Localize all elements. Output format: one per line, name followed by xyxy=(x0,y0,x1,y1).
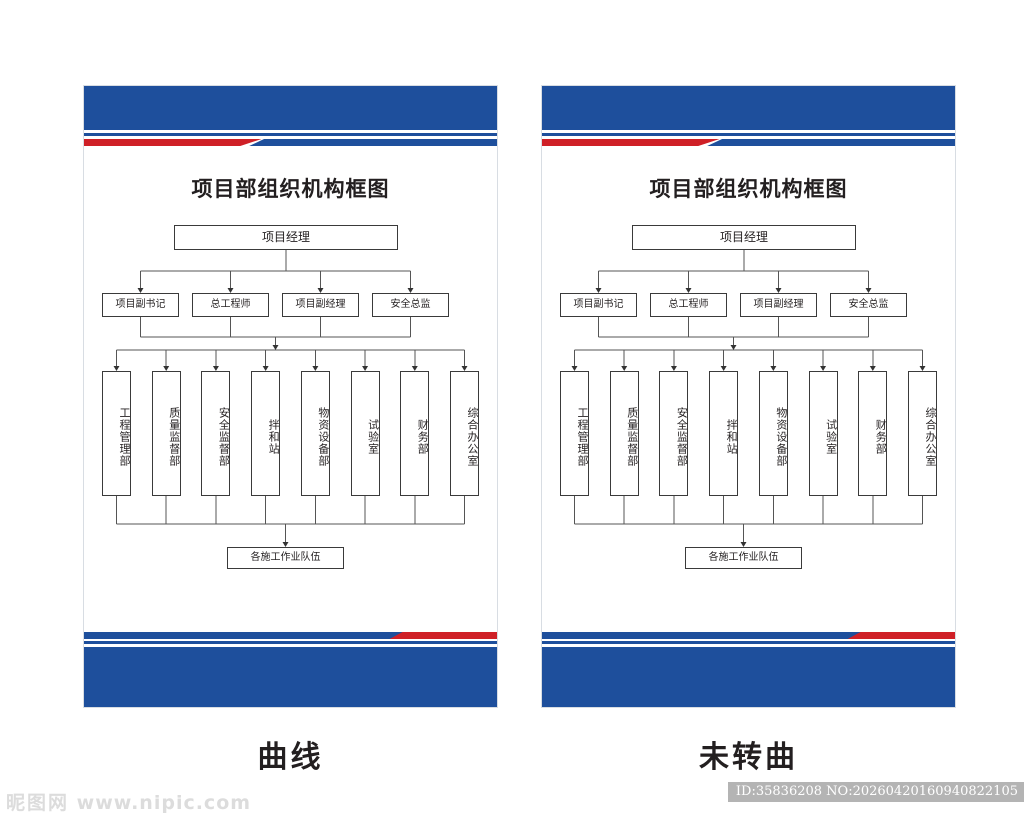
node-level3-0[interactable]: 工程管理部 xyxy=(102,371,131,496)
nipic-watermark-url: www.nipic.com xyxy=(76,792,252,814)
node-level3-1[interactable]: 质量监督部 xyxy=(609,371,639,496)
node-level3-4[interactable]: 物资设备部 xyxy=(758,371,788,496)
top-blue-block xyxy=(542,86,955,130)
top-stripe-red xyxy=(542,139,720,146)
bottom-stripe-red xyxy=(847,632,955,639)
caption-left: 曲线 xyxy=(257,740,324,775)
node-level2-2[interactable]: 项目副经理 xyxy=(282,293,359,317)
bottom-stripe-blue xyxy=(542,632,865,639)
poster-panel-right: 项目部组织机构框图 项目经理项目副书记总工程师项目副经理安全总监工程管理部质量监… xyxy=(541,85,956,708)
bottom-blue-hairline xyxy=(542,641,955,644)
top-stripe-blue xyxy=(249,139,497,146)
poster-bottom-decoration-right xyxy=(542,621,955,707)
node-level3-0[interactable]: 工程管理部 xyxy=(560,371,589,496)
connector-lines xyxy=(84,149,497,621)
org-chart-right: 项目部组织机构框图 项目经理项目副书记总工程师项目副经理安全总监工程管理部质量监… xyxy=(542,149,955,621)
top-accent-stripe xyxy=(84,139,497,146)
node-level2-1[interactable]: 总工程师 xyxy=(650,293,727,317)
top-stripe-red xyxy=(84,139,262,146)
node-level3-3[interactable]: 拌和站 xyxy=(251,371,281,496)
node-level3-6[interactable]: 财务部 xyxy=(400,371,430,496)
nipic-watermark-cn: 昵图网 xyxy=(6,792,70,814)
chart-title: 项目部组织机构框图 xyxy=(191,177,390,201)
bottom-blue-block xyxy=(542,647,955,707)
node-level2-3[interactable]: 安全总监 xyxy=(372,293,449,317)
nipic-watermark: 昵图网 www.nipic.com xyxy=(6,788,251,815)
poster-panel-left: 项目部组织机构框图 项目经理项目副书记总工程师项目副经理安全总监工程管理部质量监… xyxy=(83,85,498,708)
bottom-blue-block xyxy=(84,647,497,707)
node-level3-4[interactable]: 物资设备部 xyxy=(300,371,330,496)
bottom-stripe-blue xyxy=(84,632,407,639)
node-level3-3[interactable]: 拌和站 xyxy=(709,371,739,496)
node-level3-2[interactable]: 安全监督部 xyxy=(201,371,231,496)
caption-right: 未转曲 xyxy=(699,740,798,775)
node-level2-2[interactable]: 项目副经理 xyxy=(740,293,817,317)
poster-top-decoration-right xyxy=(542,86,955,149)
node-level3-5[interactable]: 试验室 xyxy=(808,371,838,496)
image-id-watermark: ID:35836208 NO:20260420160940822105 xyxy=(727,782,1024,802)
node-level2-3[interactable]: 安全总监 xyxy=(830,293,907,317)
chart-title: 项目部组织机构框图 xyxy=(649,177,848,201)
top-stripe-blue xyxy=(707,139,955,146)
node-level2-0[interactable]: 项目副书记 xyxy=(102,293,179,317)
node-level3-6[interactable]: 财务部 xyxy=(858,371,888,496)
top-blue-hairline xyxy=(542,133,955,136)
node-project-manager[interactable]: 项目经理 xyxy=(632,225,856,250)
bottom-blue-hairline xyxy=(84,641,497,644)
node-level3-7[interactable]: 综合办公室 xyxy=(908,371,937,496)
top-blue-block xyxy=(84,86,497,130)
bottom-accent-stripe xyxy=(84,632,497,639)
node-work-teams[interactable]: 各施工作业队伍 xyxy=(227,547,344,569)
node-level3-2[interactable]: 安全监督部 xyxy=(659,371,689,496)
node-level2-0[interactable]: 项目副书记 xyxy=(560,293,637,317)
node-level2-1[interactable]: 总工程师 xyxy=(192,293,269,317)
bottom-accent-stripe xyxy=(542,632,955,639)
node-level3-1[interactable]: 质量监督部 xyxy=(151,371,181,496)
node-work-teams[interactable]: 各施工作业队伍 xyxy=(685,547,802,569)
node-project-manager[interactable]: 项目经理 xyxy=(174,225,398,250)
node-level3-5[interactable]: 试验室 xyxy=(350,371,380,496)
poster-top-decoration-left xyxy=(84,86,497,149)
node-level3-7[interactable]: 综合办公室 xyxy=(450,371,479,496)
org-chart-left: 项目部组织机构框图 项目经理项目副书记总工程师项目副经理安全总监工程管理部质量监… xyxy=(84,149,497,621)
top-blue-hairline xyxy=(84,133,497,136)
bottom-stripe-red xyxy=(389,632,497,639)
connector-lines xyxy=(542,149,955,621)
poster-bottom-decoration-left xyxy=(84,621,497,707)
top-accent-stripe xyxy=(542,139,955,146)
